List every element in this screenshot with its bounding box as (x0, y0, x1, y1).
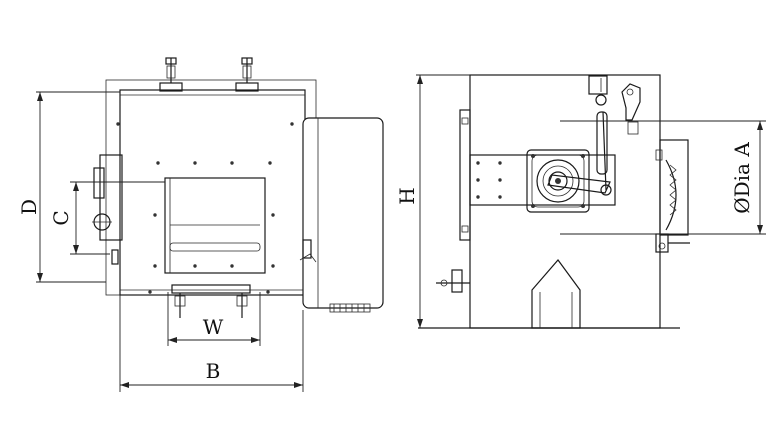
front-motor-box (302, 117, 384, 309)
motor-cooling-fins (329, 303, 371, 313)
top-mounting-bracket-right (235, 57, 259, 92)
top-mounting-bracket-left (159, 57, 183, 92)
dimension-label-w: W (203, 315, 224, 339)
left-inlet-flange (92, 154, 123, 265)
dimension-c (70, 181, 165, 255)
side-motor (655, 139, 689, 236)
dimension-d (36, 91, 120, 283)
dimension-label-c: C (49, 210, 73, 225)
side-left-latch (436, 269, 470, 293)
front-view (92, 57, 384, 318)
dimension-dia-a (560, 120, 766, 235)
dimension-label-d: D (17, 199, 41, 215)
dimension-label-b: B (206, 359, 221, 383)
damper-blade (169, 242, 261, 252)
bottom-mounting-bracket (171, 284, 251, 318)
support-foot (531, 259, 581, 329)
side-view (418, 74, 690, 329)
front-housing (119, 89, 306, 296)
side-housing (469, 74, 661, 329)
outlet-opening (164, 177, 266, 274)
dimension-h (416, 74, 470, 328)
front-bolt-pattern (116, 122, 294, 294)
dimension-w (167, 292, 261, 346)
dimension-label-h: H (395, 187, 419, 204)
dimension-label-dia-a: ØDia A (730, 142, 754, 214)
right-latch (299, 239, 317, 263)
dimension-b (119, 295, 304, 392)
damper-linkage (547, 75, 612, 196)
side-right-latch (655, 233, 690, 253)
actuator-lever (621, 83, 641, 135)
